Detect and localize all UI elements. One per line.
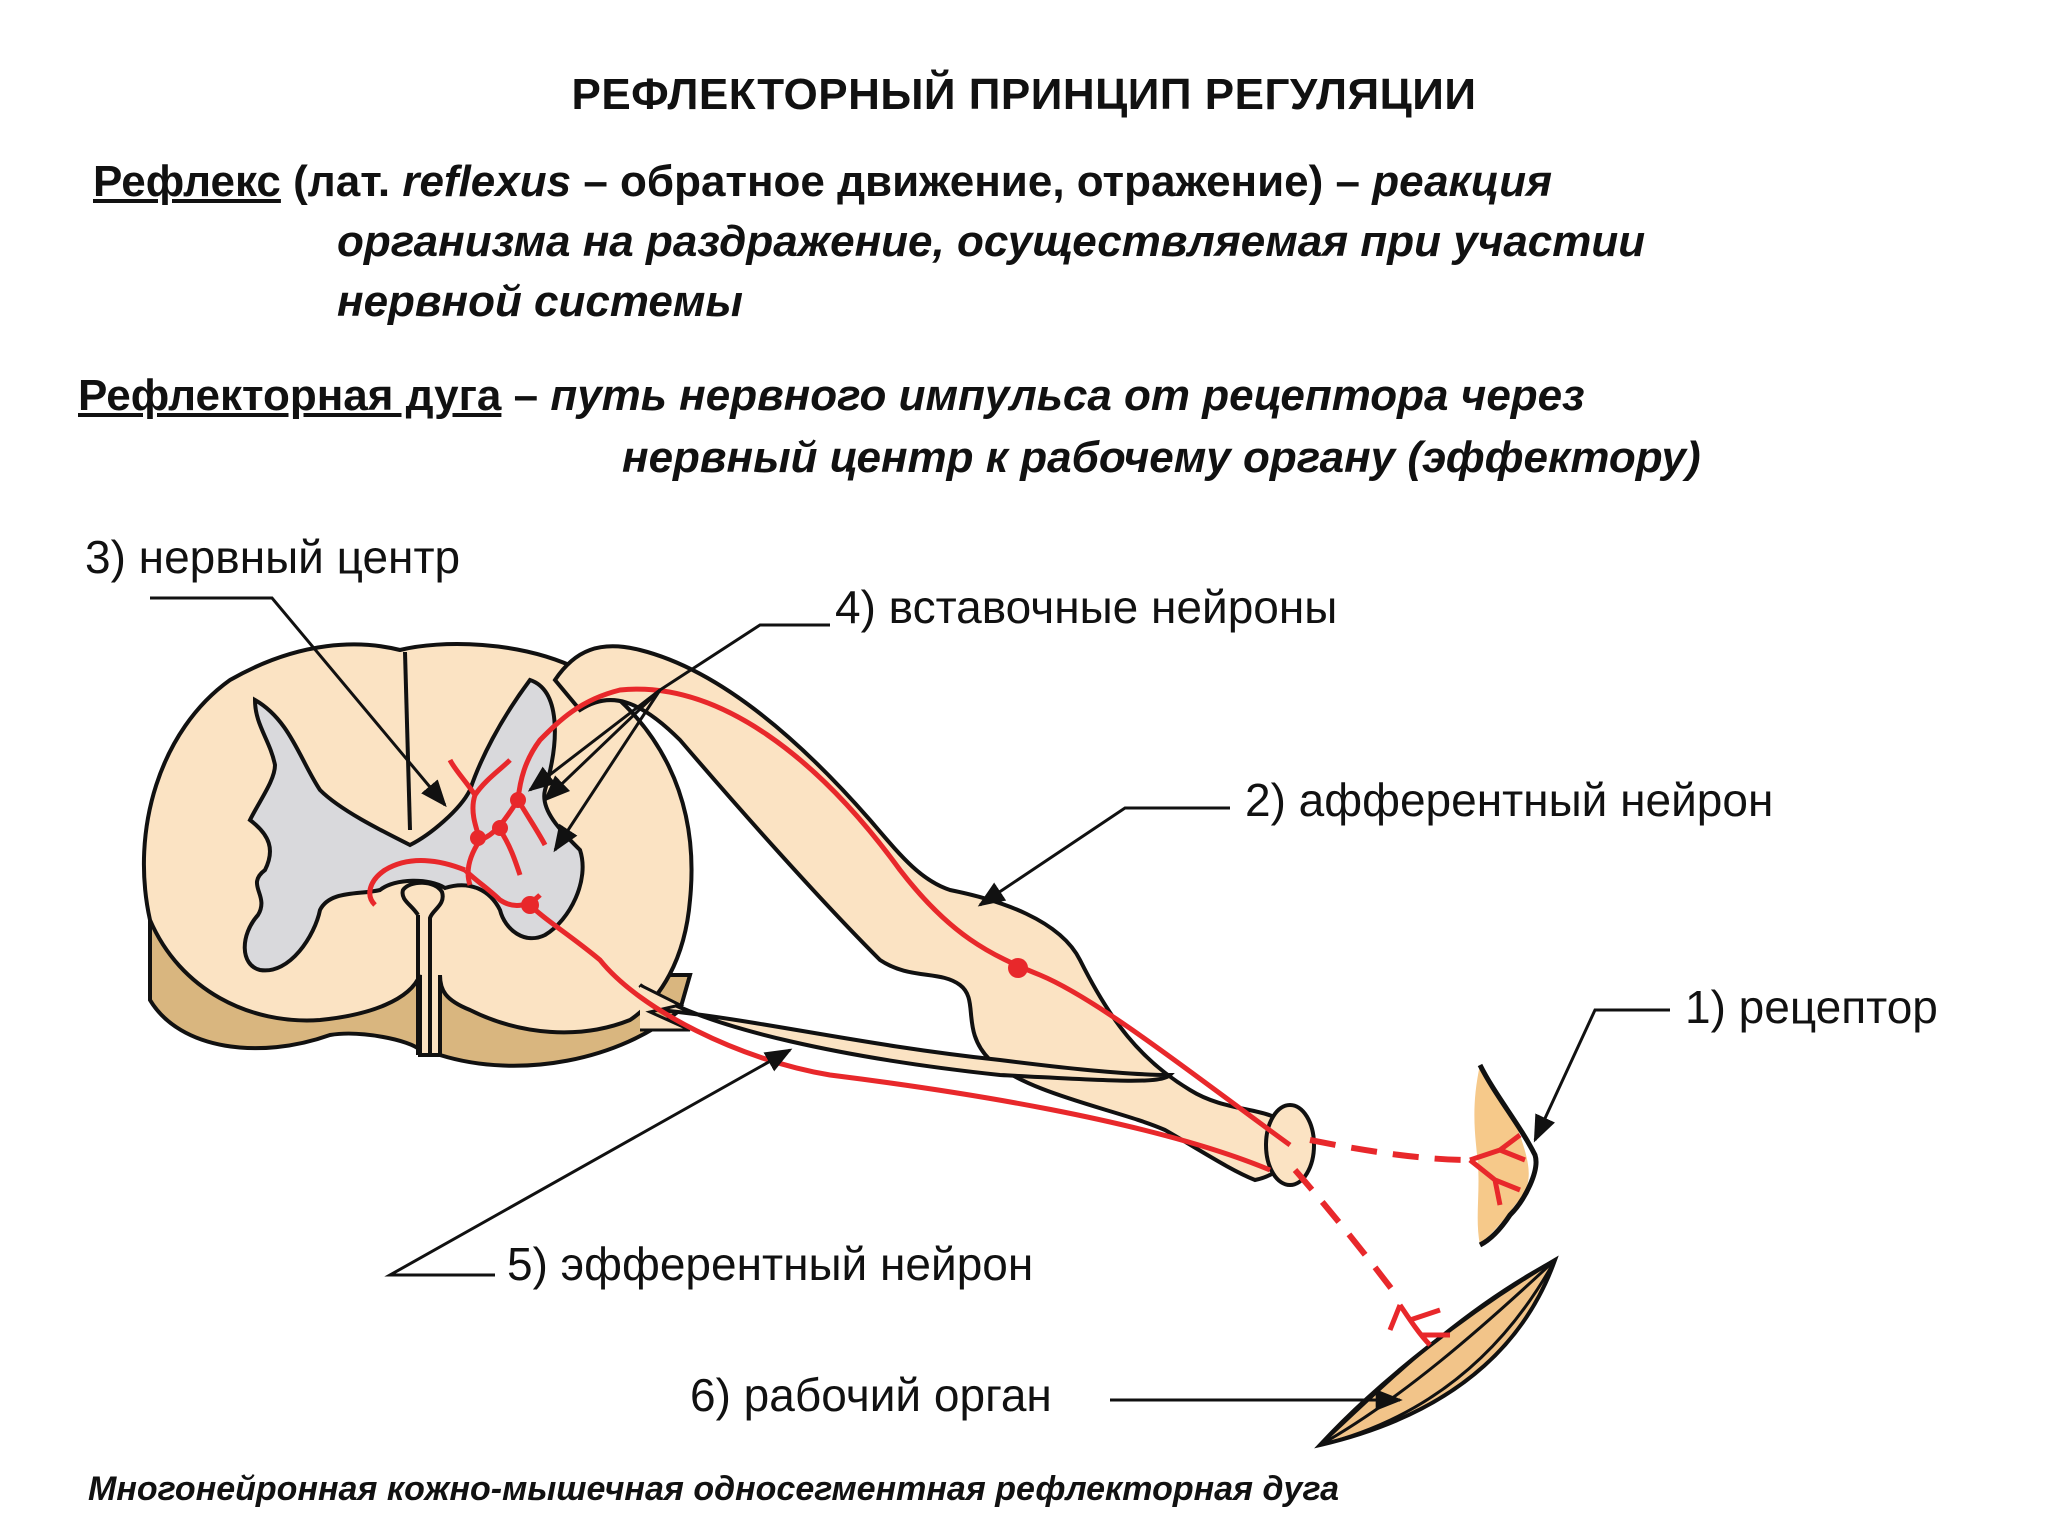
arc-definition-line1: Рефлекторная дуга – путь нервного импуль… <box>78 366 1585 426</box>
reflex-term: Рефлекс <box>93 157 281 206</box>
arc-dash: – <box>501 371 551 420</box>
ventral-root <box>638 983 1175 1083</box>
label-interneurons: 4) вставочные нейроны <box>835 581 1338 633</box>
dashed-extensions <box>1292 1137 1471 1302</box>
reflex-literal: – обратное движение, отражение) – <box>571 157 1373 206</box>
reflex-def-line2: организма на раздражение, осуществляемая… <box>337 217 1646 266</box>
muscle-endings <box>1387 1303 1450 1347</box>
label-working-organ: 6) рабочий орган <box>690 1369 1052 1421</box>
label-afferent-neuron: 2) афферентный нейрон <box>1245 774 1774 826</box>
label-efferent-neuron: 5) эфферентный нейрон <box>507 1238 1034 1290</box>
posterior-groove <box>403 651 412 831</box>
reflex-latin: reflexus <box>402 157 572 206</box>
reflex-open: (лат. <box>280 157 403 206</box>
receptor <box>1474 1065 1529 1245</box>
label-receptor: 1) рецептор <box>1685 981 1938 1033</box>
arc-def-line1: путь нервного импульса от рецептора чере… <box>550 371 1585 420</box>
reflex-def-line1: реакция <box>1372 157 1553 206</box>
arc-term: Рефлекторная дуга <box>78 371 502 420</box>
reflex-definition-line1: Рефлекс (лат. reflexus – обратное движен… <box>93 152 1552 212</box>
page-title: РЕФЛЕКТОРНЫЙ ПРИНЦИП РЕГУЛЯЦИИ <box>571 70 1477 119</box>
receptor-endings <box>1468 1133 1526 1206</box>
label-nerve-center: 3) нервный центр <box>85 531 461 583</box>
reflex-def-line3: нервной системы <box>337 277 744 326</box>
working-organ <box>1314 1255 1559 1449</box>
figure-caption: Многонейронная кожно-мышечная односегмен… <box>88 1470 1340 1508</box>
neuron-bodies <box>470 792 1028 978</box>
arc-def-line2: нервный центр к рабочему органу (эффекто… <box>622 433 1701 482</box>
